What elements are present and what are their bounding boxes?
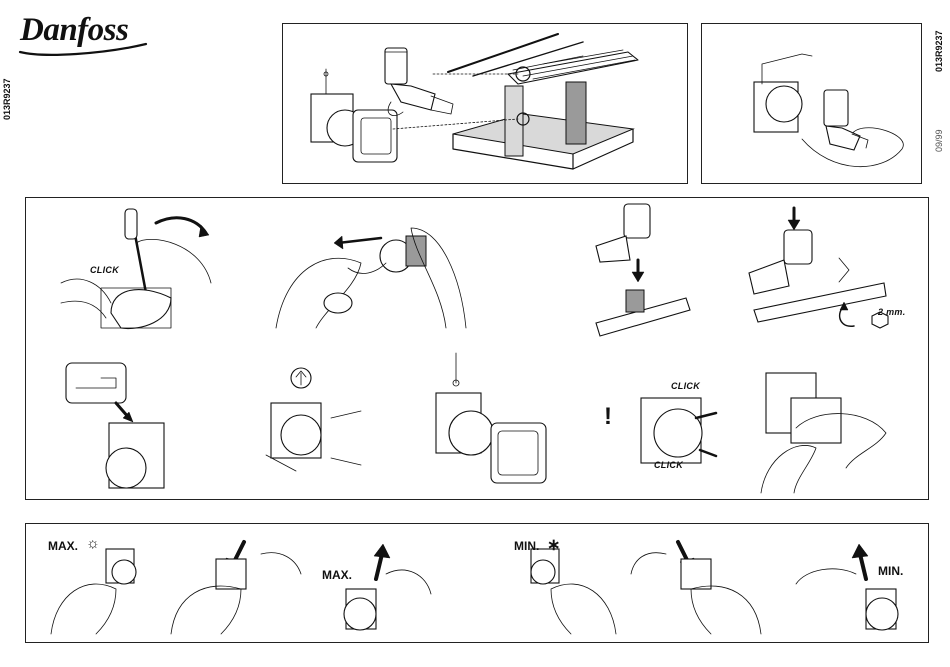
max-sun-label: MAX. bbox=[48, 539, 78, 553]
step-clip-detail-illustration bbox=[61, 358, 171, 498]
hex-key-size-label: 2 mm. bbox=[878, 307, 906, 317]
step-sensor-mount-illustration bbox=[426, 353, 556, 493]
click-label-1: CLICK bbox=[90, 265, 119, 275]
document-code-left: 013R9237 bbox=[2, 78, 12, 120]
max-label: MAX. bbox=[322, 568, 352, 582]
min-label: MIN. bbox=[878, 564, 903, 578]
sun-icon: ☼ bbox=[86, 535, 100, 552]
step-press-dial-2-illustration bbox=[626, 534, 766, 639]
danfoss-logo: Danfoss bbox=[14, 8, 154, 60]
warning-exclamation: ! bbox=[604, 403, 612, 431]
remote-sensor-illustration bbox=[702, 24, 923, 185]
step-min-pull-illustration bbox=[786, 534, 906, 639]
step-remove-cover-illustration bbox=[51, 203, 211, 338]
step-valve-fit-illustration bbox=[586, 198, 696, 338]
step-screw-base-illustration bbox=[261, 363, 371, 483]
overview-panel bbox=[282, 23, 688, 184]
click-label-2: CLICK bbox=[671, 381, 700, 391]
click-label-3: CLICK bbox=[654, 460, 683, 470]
logo-text: Danfoss bbox=[20, 12, 128, 49]
step-hex-tighten-illustration bbox=[744, 198, 894, 348]
star-icon: ∗ bbox=[547, 535, 560, 555]
mounting-steps-panel: CLICK 2 mm. bbox=[25, 197, 929, 500]
document-date: 09/99 bbox=[934, 129, 944, 152]
step-press-dial-illustration bbox=[166, 534, 306, 639]
installation-overview-illustration bbox=[283, 24, 689, 185]
document-code-right: 013R9237 bbox=[934, 30, 944, 72]
remote-sensor-panel bbox=[701, 23, 922, 184]
setting-steps-panel: MAX. ☼ MAX. MIN. ∗ MIN. bbox=[25, 523, 929, 643]
step-separate-parts-illustration bbox=[266, 208, 466, 333]
step-insert-cover-illustration bbox=[756, 368, 896, 498]
step-max-pull-illustration bbox=[326, 534, 436, 639]
min-star-label: MIN. bbox=[514, 539, 539, 553]
step-click-confirm-illustration bbox=[616, 378, 736, 488]
